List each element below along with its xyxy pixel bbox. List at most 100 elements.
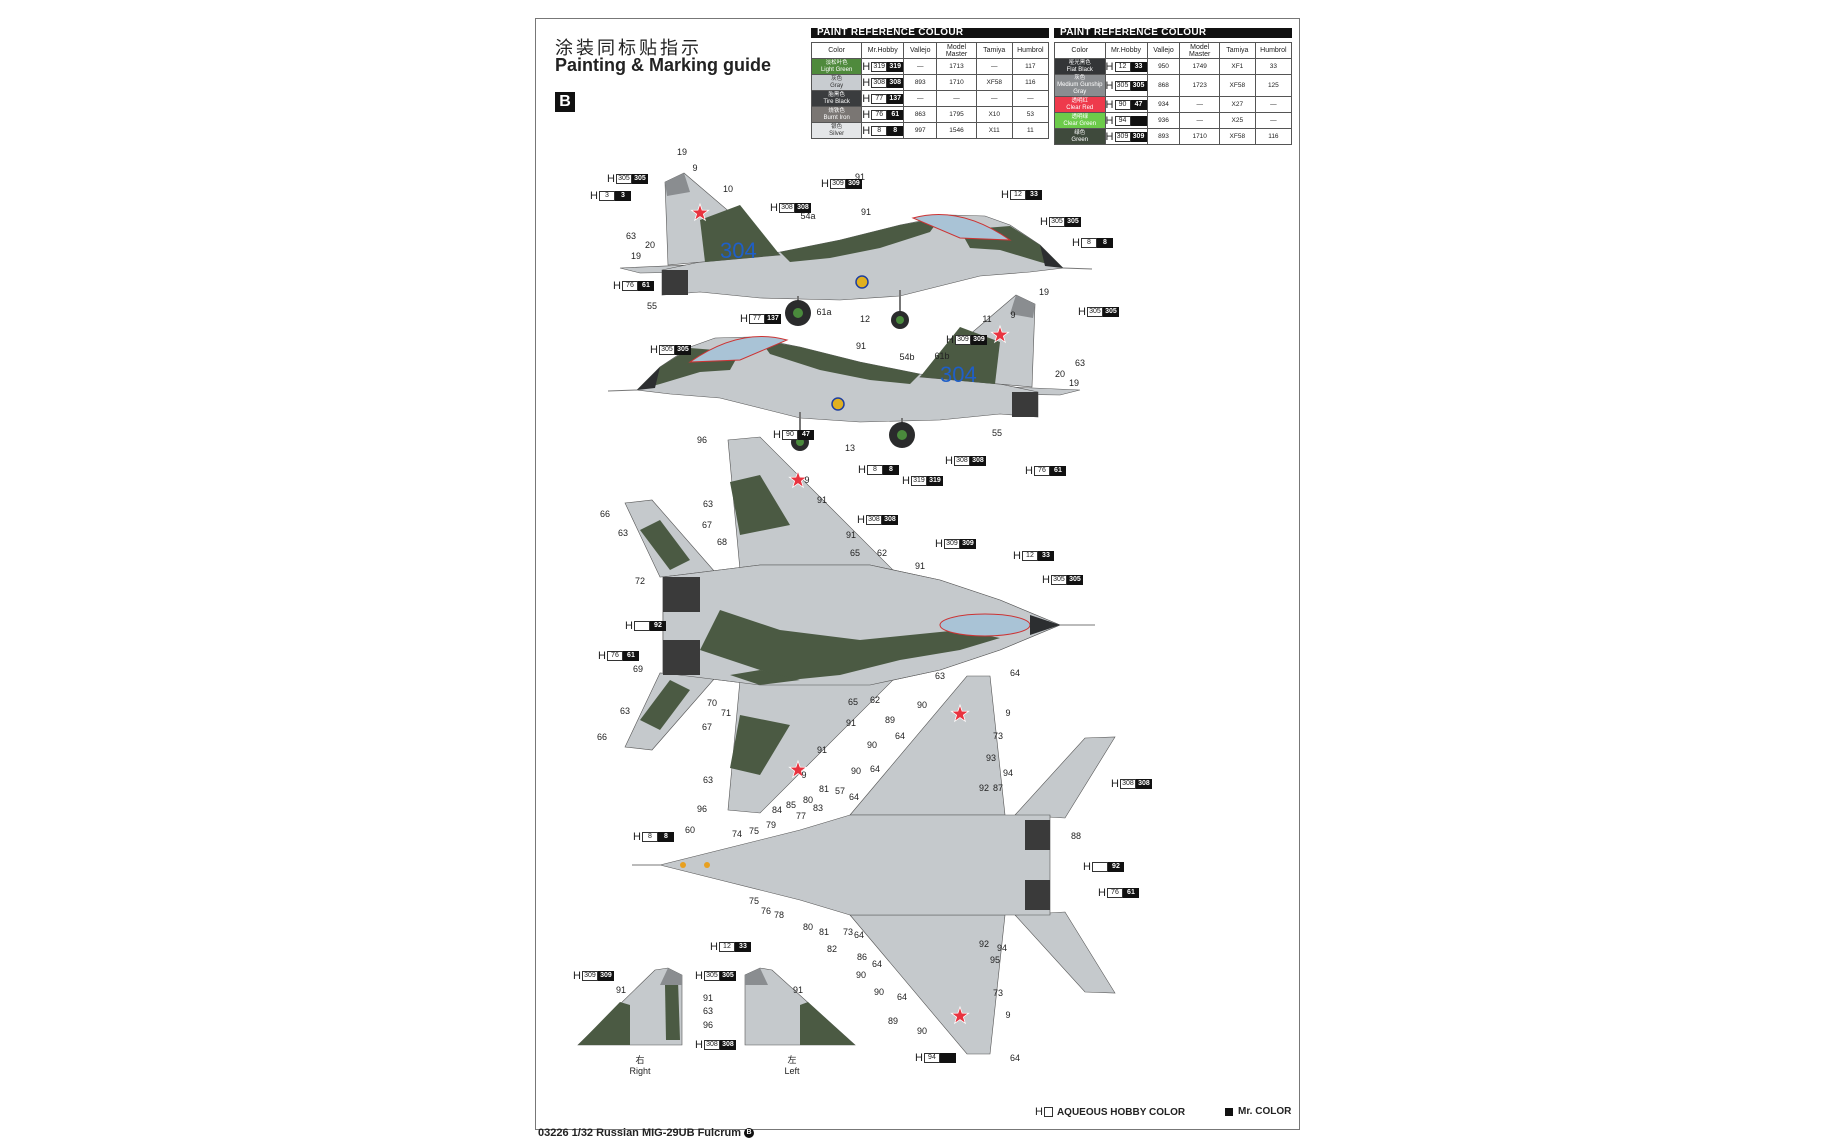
- tail-right-cn: 右: [635, 1056, 645, 1066]
- aqueous-code: 309: [581, 971, 598, 981]
- callout-number: 19: [676, 147, 688, 157]
- callout-number: 93: [985, 753, 997, 763]
- table-title: PAINT REFERENCE COLOUR: [811, 28, 1049, 38]
- chip-prefix: H: [695, 1039, 703, 1051]
- chip-prefix: H: [1042, 574, 1050, 586]
- mr-color-code: 61: [1122, 888, 1139, 898]
- mr-color-code: 309: [845, 179, 862, 189]
- mr-color-code: 8: [887, 125, 904, 136]
- aqueous-code: 12: [1021, 551, 1038, 561]
- callout-number: 67: [701, 722, 713, 732]
- callout-number: 91: [860, 207, 872, 217]
- model-master-cell: 1546: [936, 122, 977, 139]
- mr-color-code: 47: [1130, 99, 1147, 110]
- color-name-en: Burnt Iron: [823, 114, 850, 121]
- callout-number: 85: [785, 800, 797, 810]
- callout-number: 61b: [934, 351, 950, 361]
- aqueous-code: 76: [1033, 466, 1050, 476]
- callout-number: 70: [706, 698, 718, 708]
- color-name-en: Tire Black: [823, 98, 850, 105]
- color-name-en: Clear Red: [1066, 104, 1094, 111]
- callout-number: 9: [692, 163, 698, 173]
- callout-number: 55: [991, 428, 1003, 438]
- title-chinese: 涂装同标贴指示: [555, 38, 702, 59]
- callout-number: 80: [802, 922, 814, 932]
- mr-color-code: 61: [637, 281, 654, 291]
- color-name-cn: 透明红: [1071, 97, 1089, 104]
- callout-number: 64: [853, 930, 865, 940]
- chip-prefix: H: [613, 280, 621, 292]
- color-name-cn: 灰色: [831, 75, 843, 82]
- callout-number: 64: [1009, 668, 1021, 678]
- aqueous-code: 305: [615, 174, 632, 184]
- callout-number: 62: [876, 548, 888, 558]
- callout-number: 92: [978, 783, 990, 793]
- humbrol-cell: 11: [1011, 122, 1050, 139]
- mr-color-code: 305: [1130, 80, 1147, 91]
- callout-number: 76: [760, 906, 772, 916]
- legend-aqueous: H AQUEOUS HOBBY COLOR: [1035, 1106, 1185, 1118]
- mr-color-code: 319: [887, 61, 904, 72]
- callout-number: 92: [978, 939, 990, 949]
- callout-number: 91: [615, 985, 627, 995]
- chip-prefix: H: [945, 455, 953, 467]
- color-name-en: Medium Gunship Gray: [1057, 82, 1103, 95]
- aqueous-code: 8: [1080, 238, 1097, 248]
- callout-number: 69: [632, 664, 644, 674]
- mr-color-code: 92: [1107, 862, 1124, 872]
- callout-number: 91: [816, 495, 828, 505]
- aqueous-code: 12: [1009, 190, 1026, 200]
- mr-color-code: 319: [926, 476, 943, 486]
- aqueous-code: 90: [1114, 99, 1131, 110]
- chip-prefix: H: [935, 538, 943, 550]
- callout-number: 64: [848, 792, 860, 802]
- mr-color-code: 3: [614, 191, 631, 201]
- aqueous-code: 309: [943, 539, 960, 549]
- aqueous-code: 309: [954, 335, 971, 345]
- aqueous-code: 308: [865, 515, 882, 525]
- callout-number: 75: [748, 896, 760, 906]
- mr-color-code: 308: [794, 203, 811, 213]
- callout-number: 63: [934, 671, 946, 681]
- callout-number: 82: [826, 944, 838, 954]
- aqueous-code: 8: [866, 465, 883, 475]
- callout-number: 94: [1002, 768, 1014, 778]
- tail-fin-left: [744, 967, 856, 1046]
- callout-number: 20: [644, 240, 656, 250]
- callout-number: 91: [702, 993, 714, 1003]
- color-name-cn: 淡松叶色: [825, 59, 848, 66]
- chip-prefix: H: [821, 178, 829, 190]
- callout-number: 60: [684, 825, 696, 835]
- callout-number: 64: [869, 764, 881, 774]
- callout-number: 67: [701, 520, 713, 530]
- mr-color-code: 305: [719, 971, 736, 981]
